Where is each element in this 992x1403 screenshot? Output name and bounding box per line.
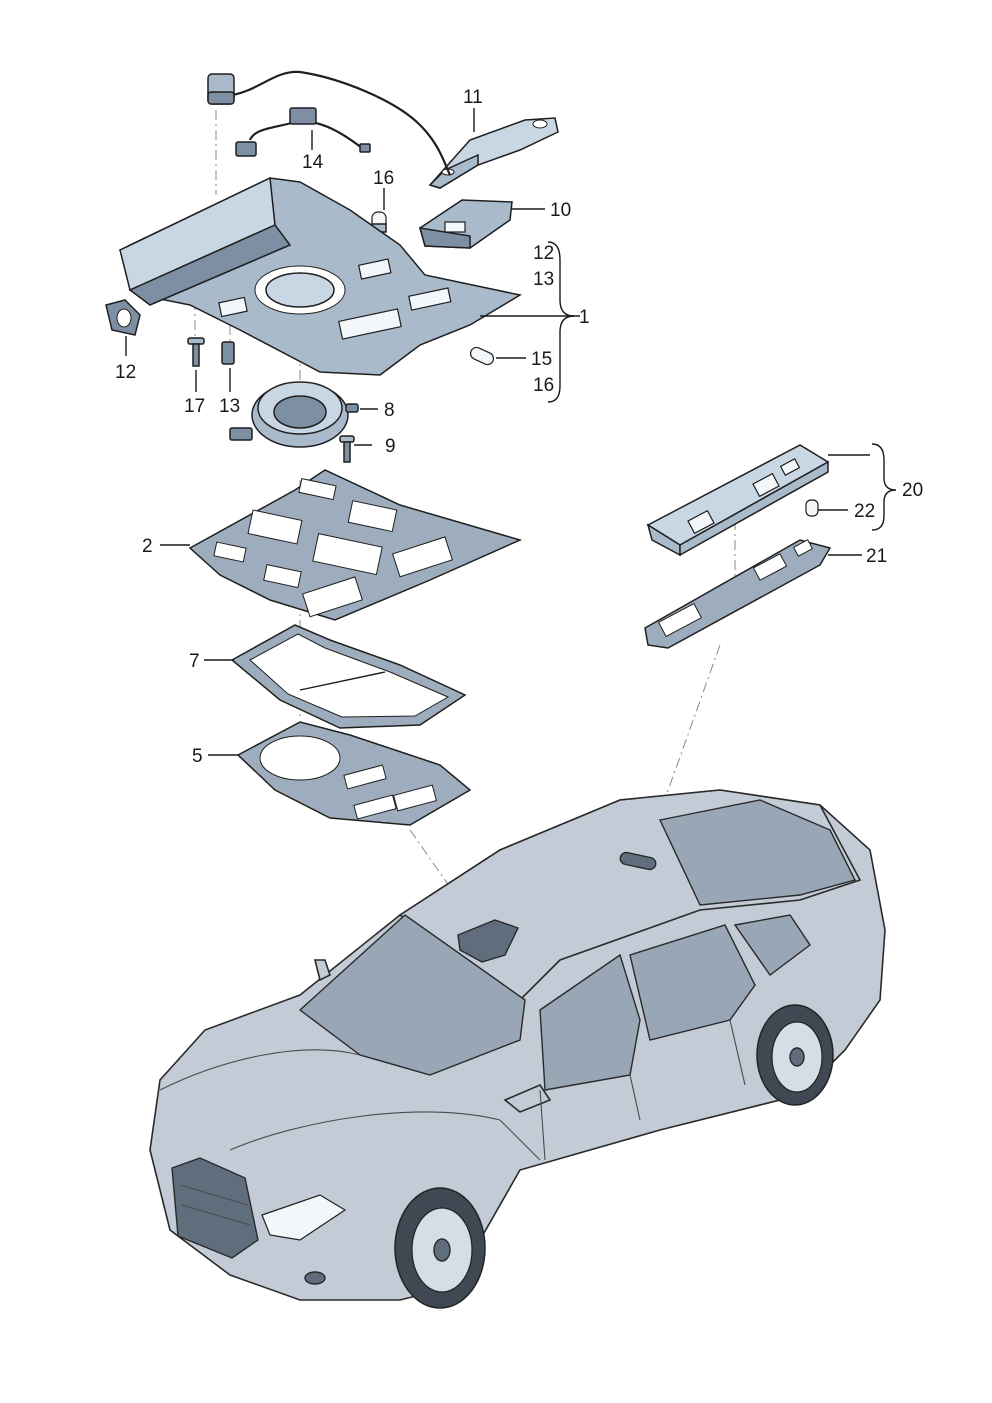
callout-1: 1 [579,307,590,328]
callout-16-top: 16 [373,168,394,189]
callout-15: 15 [531,349,552,370]
callout-14: 14 [302,152,324,173]
callout-2: 2 [142,536,153,557]
part-14-wiring [207,70,451,176]
part-7-gasket [230,624,467,729]
part-1-roof-console [119,176,523,376]
callout-17: 17 [184,396,205,417]
part-8-switch-unit [229,381,359,448]
leader-lines [125,108,897,756]
callout-16-bottom: 16 [533,375,554,396]
part-9-screw [339,435,355,463]
part-2-frame [188,469,523,621]
part-11-bracket [428,117,559,189]
part-15-bulb [469,346,495,366]
part-21-lens-plate [644,539,832,649]
callout-11: 11 [463,87,483,108]
part-22-bulb [805,499,819,517]
part-17-screw [187,337,205,367]
callout-7: 7 [189,651,200,672]
callout-13-right: 13 [533,269,554,290]
callout-8: 8 [384,400,395,421]
callout-13-left: 13 [219,396,240,417]
callout-12-right: 12 [533,243,554,264]
callout-21: 21 [866,546,887,567]
callout-9: 9 [385,436,396,457]
part-12-clip [105,299,141,336]
part-5-plate [236,721,472,826]
callout-labels: 11 14 16 10 12 13 1 15 16 12 17 13 8 9 2… [115,87,923,767]
car-illustration [149,789,886,1309]
callout-5: 5 [192,746,203,767]
callout-22: 22 [854,501,875,522]
callout-12-left: 12 [115,362,136,383]
callout-10: 10 [550,200,571,221]
part-13-retainer [221,341,235,365]
callout-20: 20 [902,480,923,501]
part-10-reading-light [418,199,513,249]
part-20-rear-console [646,444,830,557]
